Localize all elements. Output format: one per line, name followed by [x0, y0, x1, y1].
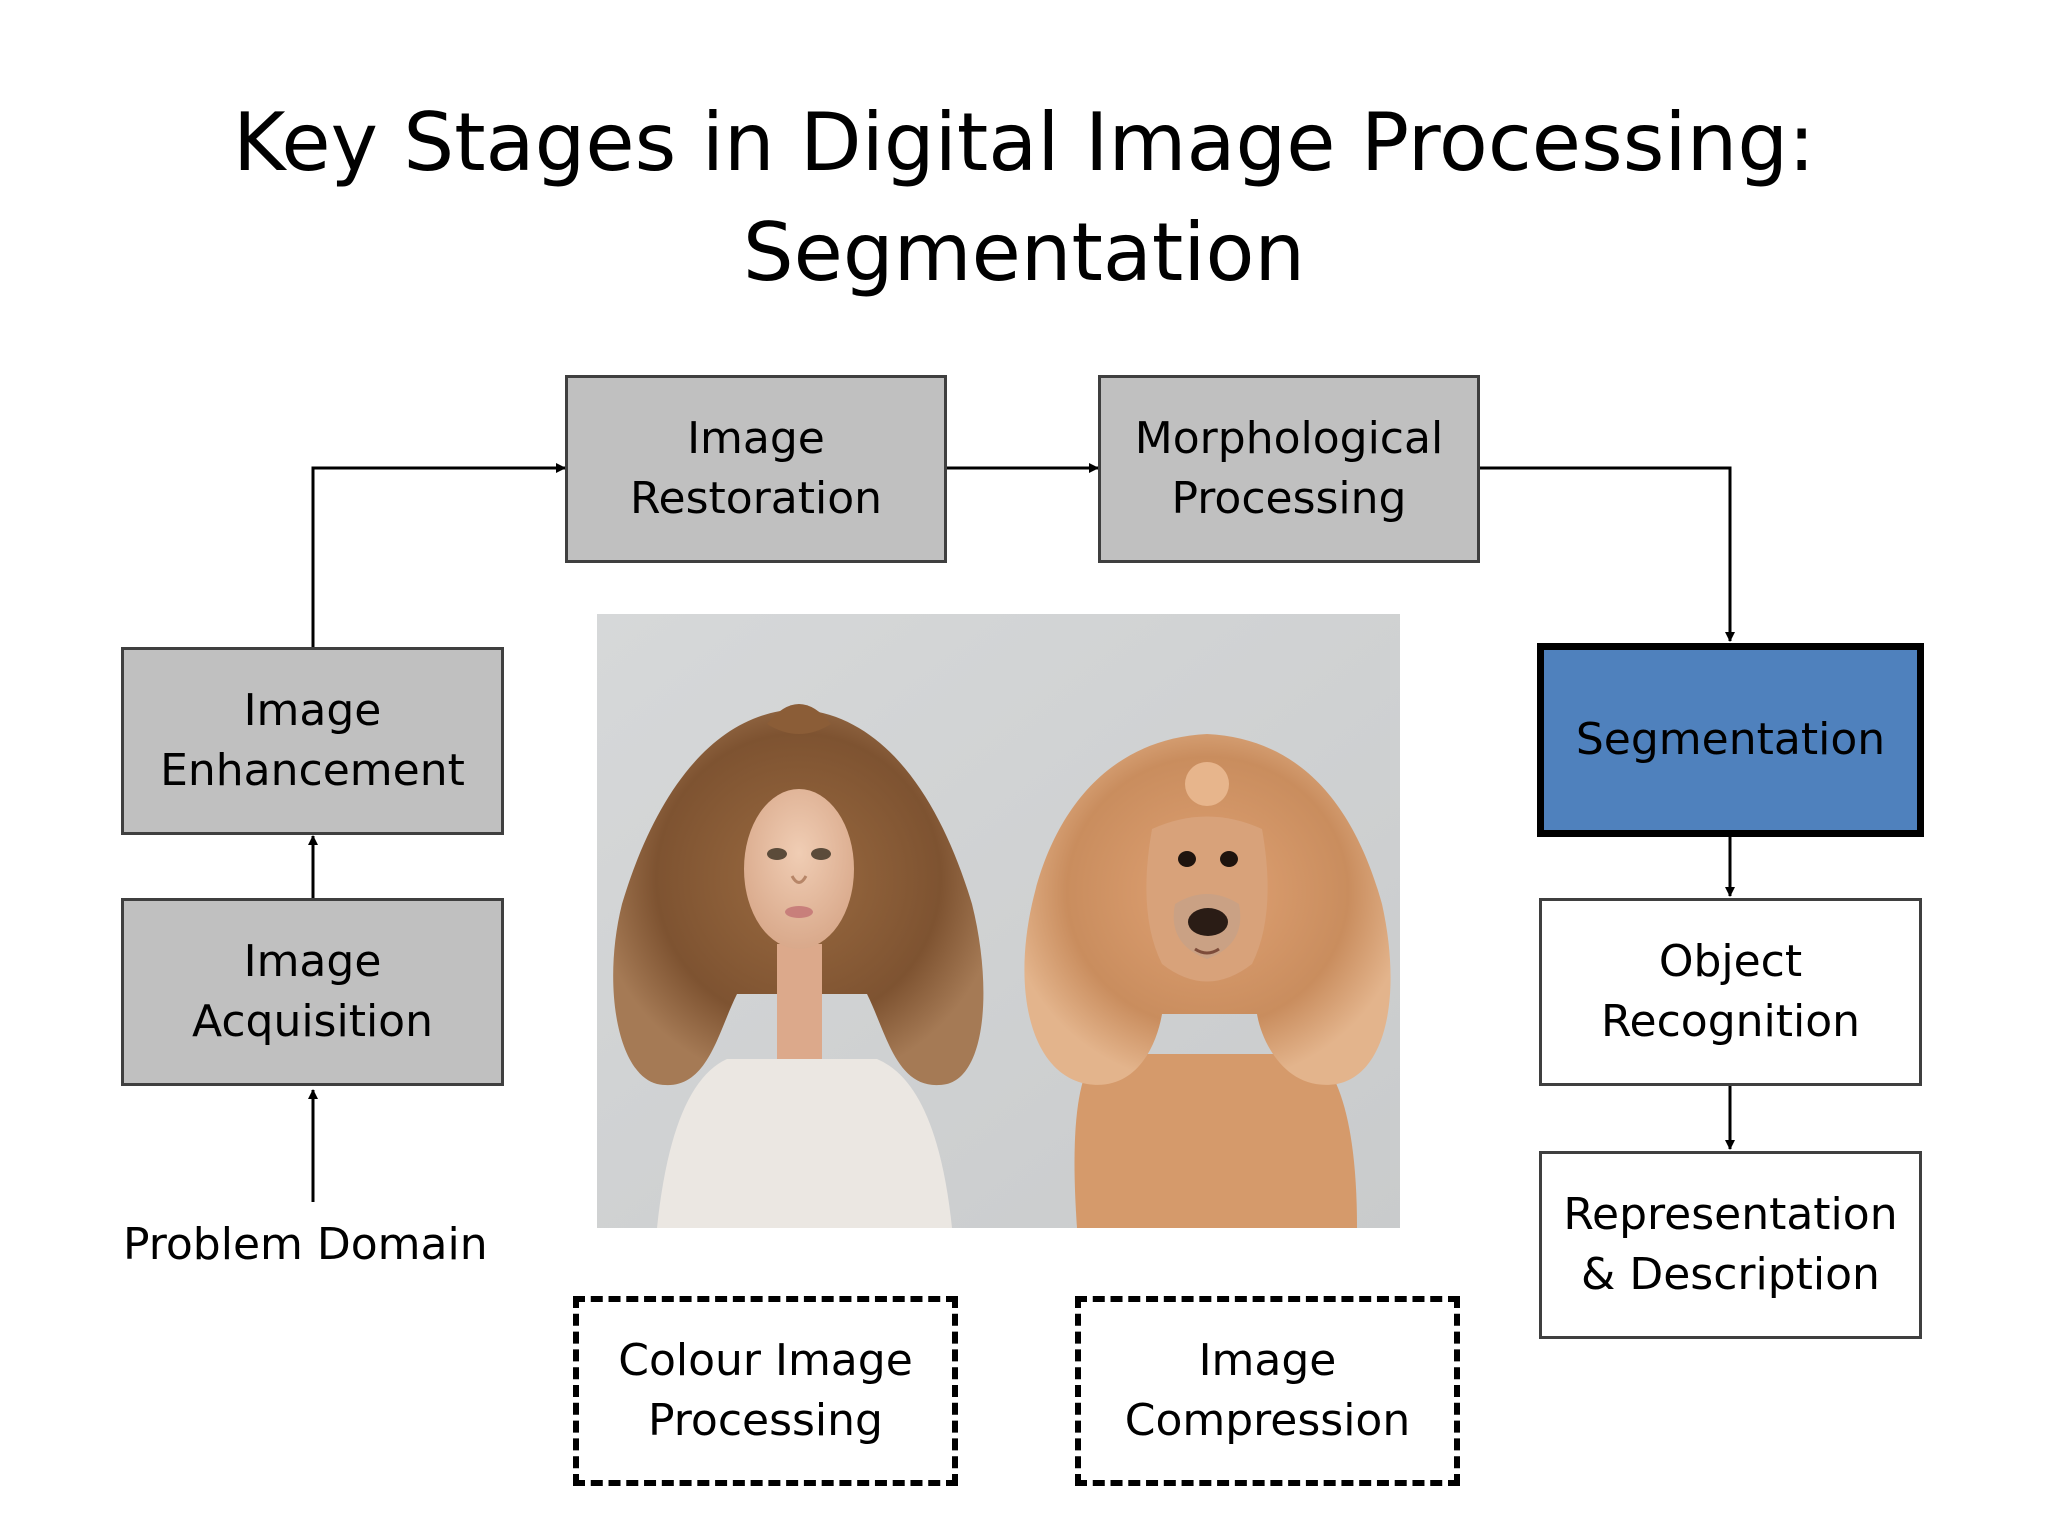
page-title: Key Stages in Digital Image Processing: …	[0, 88, 2048, 308]
woman-figure	[613, 704, 984, 1228]
segmentation-example-photo	[597, 614, 1400, 1228]
stage-colour-image-processing-label: Colour Image Processing	[618, 1335, 913, 1446]
stage-object-recognition: Object Recognition	[1539, 898, 1922, 1086]
stage-image-compression: Image Compression	[1075, 1296, 1460, 1486]
problem-domain-label: Problem Domain	[123, 1219, 488, 1270]
stage-image-enhancement-label: Image Enhancement	[160, 685, 465, 796]
stage-representation-description: Representation & Description	[1539, 1151, 1922, 1339]
stage-representation-description-label: Representation & Description	[1563, 1189, 1898, 1300]
stage-image-acquisition-label: Image Acquisition	[192, 936, 433, 1047]
stage-segmentation: Segmentation	[1537, 643, 1924, 837]
stage-morphological-processing: Morphological Processing	[1098, 375, 1480, 563]
stage-morphological-processing-label: Morphological Processing	[1134, 413, 1444, 524]
woman-and-poodle-illustration	[597, 614, 1400, 1228]
stage-colour-image-processing: Colour Image Processing	[573, 1296, 958, 1486]
stage-image-restoration: Image Restoration	[565, 375, 947, 563]
stage-object-recognition-label: Object Recognition	[1600, 936, 1861, 1047]
title-line-1: Key Stages in Digital Image Processing:	[232, 96, 1816, 189]
title-line-2: Segmentation	[742, 206, 1306, 299]
stage-image-restoration-label: Image Restoration	[629, 413, 883, 524]
stage-segmentation-label: Segmentation	[1575, 714, 1886, 765]
stage-image-enhancement: Image Enhancement	[121, 647, 504, 835]
arrow-morphological-to-segmentation	[1480, 466, 1735, 642]
stage-image-compression-label: Image Compression	[1124, 1335, 1411, 1446]
stage-image-acquisition: Image Acquisition	[121, 898, 504, 1086]
poodle-figure	[1024, 734, 1391, 1228]
arrow-enhancement-to-restoration	[311, 463, 566, 647]
